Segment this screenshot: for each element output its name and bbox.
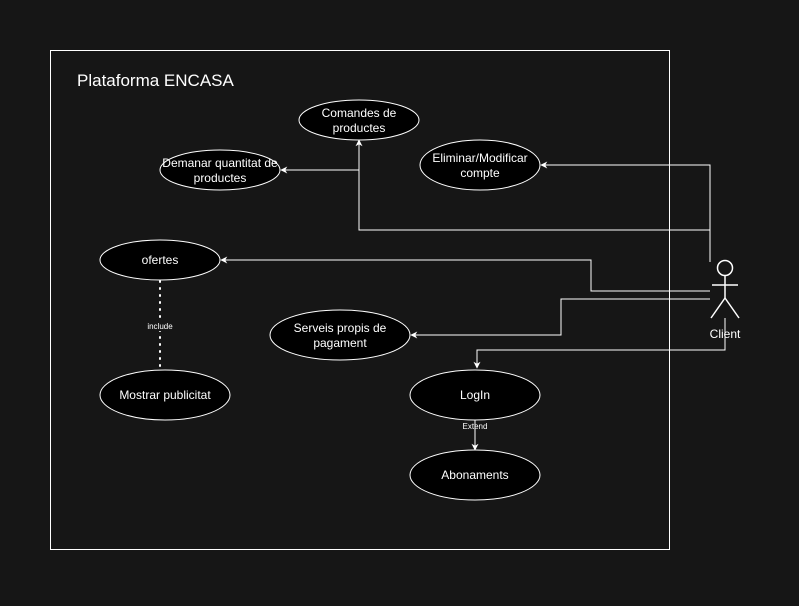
edge-client-serveis [410, 298, 710, 339]
use-case-demanar-line-1: Demanar quantitat de [162, 156, 278, 170]
use-case-demanar-line-2: productes [194, 171, 247, 185]
use-case-abonaments[interactable]: Abonaments [409, 449, 541, 501]
use-case-abonaments-label: Abonaments [441, 468, 508, 482]
use-case-eliminar-line-2: compte [460, 166, 500, 180]
use-case-eliminar-modificar-compte[interactable]: Eliminar/Modificar compte [419, 139, 541, 191]
use-case-comandes-line-1: Comandes de [322, 106, 397, 120]
actor-client[interactable]: Client [710, 259, 741, 342]
use-case-login[interactable]: LogIn [409, 369, 541, 421]
use-case-ofertes[interactable]: ofertes [99, 239, 221, 281]
use-case-comandes-de-productes[interactable]: Comandes de productes [298, 99, 420, 141]
use-case-demanar-quantitat[interactable]: Demanar quantitat de productes [159, 149, 281, 191]
system-title: Plataforma ENCASA [77, 71, 234, 90]
extend-label: Extend [463, 422, 488, 431]
include-label: include [147, 322, 173, 331]
use-case-mostrar-publicitat[interactable]: Mostrar publicitat [99, 369, 231, 421]
use-case-serveis-line-1: Serveis propis de [294, 321, 387, 335]
use-case-publicitat-label: Mostrar publicitat [119, 388, 211, 402]
use-case-eliminar-line-1: Eliminar/Modificar [432, 151, 527, 165]
edge-client-ofertes [220, 256, 710, 292]
edges [159, 139, 726, 451]
use-case-ofertes-label: ofertes [142, 253, 179, 267]
edge-client-login [473, 318, 726, 369]
edge-client-eliminar [540, 161, 711, 262]
use-case-login-label: LogIn [460, 388, 490, 402]
actor-label: Client [710, 327, 741, 341]
use-case-serveis-line-2: pagament [313, 336, 367, 350]
use-case-comandes-line-2: productes [333, 121, 386, 135]
use-case-serveis-propis-de-pagament[interactable]: Serveis propis de pagament [269, 309, 411, 361]
stick-figure-icon [710, 259, 740, 319]
system-boundary: Plataforma ENCASA [50, 50, 670, 550]
